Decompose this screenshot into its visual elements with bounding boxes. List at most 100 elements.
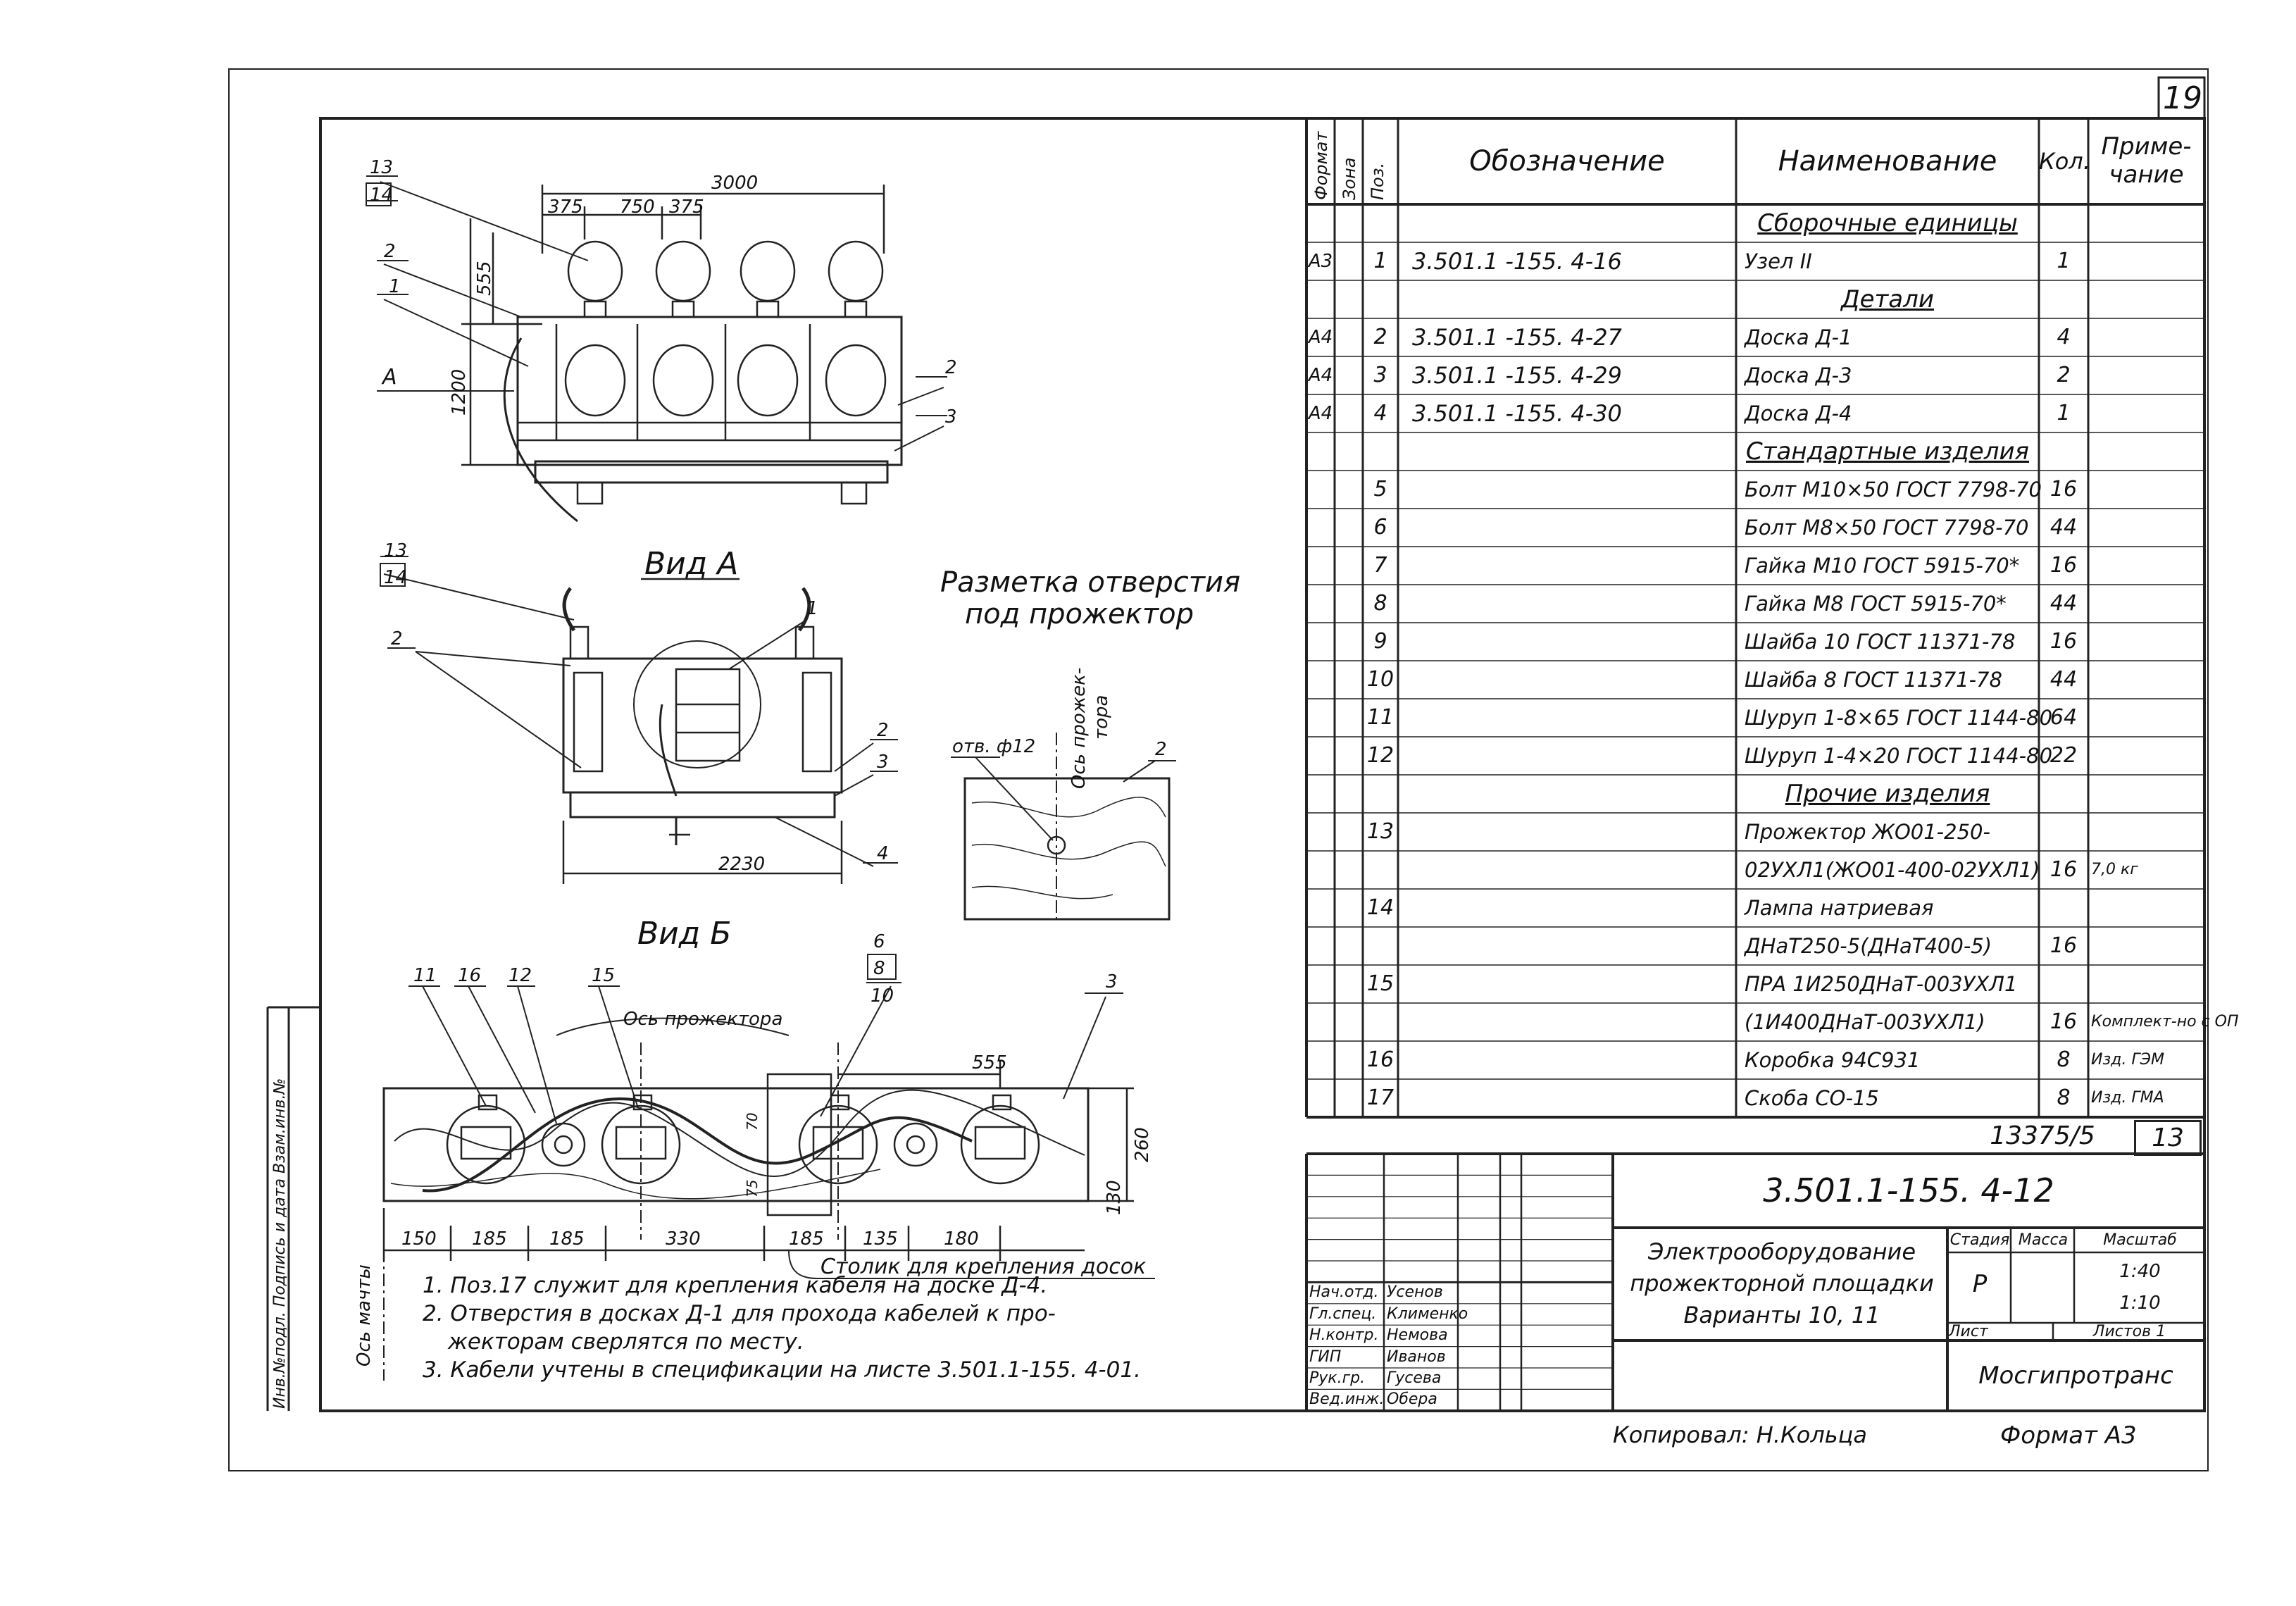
svg-text:2230: 2230: [718, 854, 765, 875]
row-pos: 4: [1373, 401, 1387, 425]
svg-text:Ось мачты: Ось мачты: [354, 1264, 375, 1367]
row-pos: 2: [1373, 325, 1387, 349]
header-qty: Кол.: [2039, 148, 2090, 175]
row-name: ПРА 1И250ДНаТ-003УХЛ1: [1745, 972, 2018, 996]
row-name: Прожектор ЖО01-250-: [1745, 820, 1990, 844]
role-label: Н.контр.: [1309, 1326, 1379, 1345]
svg-text:130: 130: [1104, 1180, 1125, 1215]
row-name: Шайба 10 ГОСТ 11371-78: [1745, 630, 2016, 654]
organization: Мосгипротранс: [1978, 1362, 2173, 1390]
row-format: А3: [1308, 251, 1333, 272]
svg-text:2: 2: [384, 241, 396, 262]
row-pos: 14: [1366, 895, 1395, 920]
svg-text:14: 14: [370, 185, 393, 206]
role-label: Рук.гр.: [1309, 1369, 1366, 1387]
row-qty: 8: [2057, 1047, 2071, 1072]
row-pos: 10: [1366, 667, 1395, 692]
row-qty: 16: [2049, 477, 2078, 502]
svg-text:1200: 1200: [449, 369, 470, 416]
row-name: Узел II: [1745, 249, 1812, 273]
role-label: Нач.отд.: [1309, 1283, 1379, 1302]
svg-text:1: 1: [806, 598, 818, 619]
row-qty: 2: [2057, 363, 2071, 387]
row-pos: 5: [1373, 477, 1387, 502]
view-b: [382, 954, 1155, 1381]
row-pos: 3: [1373, 363, 1387, 387]
svg-text:1: 1: [389, 276, 401, 297]
row-qty: 44: [2049, 591, 2078, 616]
svg-text:под прожектор: под прожектор: [965, 598, 1194, 630]
role-label: ГИП: [1309, 1347, 1342, 1366]
scale-2: 1:10: [2119, 1293, 2161, 1314]
header-zone: Зона: [1340, 157, 1359, 200]
format-label: Формат А3: [2000, 1421, 2137, 1450]
title-line-1: Электрооборудование: [1647, 1238, 1916, 1265]
header-note: Приме-чание: [2101, 132, 2192, 189]
svg-text:3: 3: [1106, 971, 1118, 992]
title-line-3: Варианты 10, 11: [1683, 1302, 1880, 1328]
main-view: [366, 175, 947, 523]
marking-title-1: Разметка отверстия: [940, 566, 1240, 599]
svg-text:3: 3: [945, 406, 957, 428]
row-section-title: Стандартные изделия: [1745, 437, 2030, 466]
row-designation: 3.501.1 -155. 4-30: [1412, 400, 1622, 427]
row-name: Гайка М10 ГОСТ 5915-70*: [1745, 554, 2020, 578]
row-designation: 3.501.1 -155. 4-27: [1412, 324, 1622, 351]
drawing-code: 3.501.1-155. 4-12: [1763, 1171, 2054, 1209]
svg-text:6: 6: [873, 931, 885, 952]
row-qty: 8: [2057, 1085, 2071, 1110]
row-section-title: Сборочные единицы: [1757, 209, 2018, 237]
svg-text:2: 2: [945, 357, 957, 378]
svg-text:330: 330: [666, 1228, 701, 1250]
row-qty: 4: [2057, 325, 2071, 349]
marking-detail: [951, 733, 1176, 921]
row-name: Коробка 94С931: [1745, 1048, 1921, 1072]
row-section-title: Прочие изделия: [1785, 780, 1990, 808]
row-qty: 22: [2049, 743, 2078, 768]
row-qty: 44: [2049, 515, 2078, 540]
note-3: 3. Кабели учтены в спецификации на листе…: [423, 1357, 1141, 1383]
svg-text:2: 2: [877, 720, 889, 741]
row-name: Болт М10×50 ГОСТ 7798-70: [1745, 478, 2042, 502]
row-section-title: Детали: [1841, 285, 1934, 313]
scale-1: 1:40: [2119, 1261, 2161, 1282]
row-pos: 1: [1373, 249, 1387, 273]
svg-text:70: 70: [744, 1113, 761, 1131]
row-name: ДНаТ250-5(ДНаТ400-5): [1745, 934, 1992, 958]
svg-text:15: 15: [592, 965, 615, 986]
svg-text:185: 185: [472, 1228, 507, 1250]
inventory-sheet: 13: [2134, 1120, 2202, 1156]
row-pos: 16: [1366, 1047, 1395, 1072]
row-format: А4: [1308, 327, 1333, 348]
svg-text:13: 13: [370, 157, 393, 178]
mass-label: Масса: [2018, 1231, 2069, 1249]
svg-text:14: 14: [384, 567, 407, 588]
row-name: Шуруп 1-8×65 ГОСТ 1144-80: [1745, 706, 2053, 730]
scale-label: Масштаб: [2103, 1231, 2177, 1249]
row-pos: 17: [1366, 1085, 1395, 1110]
svg-text:12: 12: [509, 965, 532, 986]
row-format: А4: [1308, 403, 1333, 424]
header-name: Наименование: [1778, 145, 1997, 178]
row-pos: 6: [1373, 515, 1387, 540]
row-qty: 16: [2049, 857, 2078, 882]
svg-text:отв. ф12: отв. ф12: [952, 736, 1035, 757]
svg-text:375: 375: [669, 197, 704, 218]
row-name: Лампа натриевая: [1745, 896, 1934, 920]
svg-text:16: 16: [458, 965, 481, 986]
svg-text:11: 11: [413, 965, 437, 986]
svg-text:тора: тора: [1091, 695, 1112, 740]
svg-text:185: 185: [789, 1228, 824, 1250]
note-2: 2. Отверстия в досках Д-1 для прохода ка…: [423, 1301, 1056, 1326]
row-name: Доска Д-3: [1745, 363, 1852, 387]
left-strip-labels: Инв.№подл. Подпись и дата Взам.инв.№: [271, 1078, 289, 1409]
svg-text:Ось прожектора: Ось прожектора: [623, 1009, 782, 1030]
row-pos: 13: [1366, 819, 1395, 844]
svg-text:A: A: [381, 365, 397, 390]
row-name: Шайба 8 ГОСТ 11371-78: [1745, 668, 2002, 692]
svg-text:180: 180: [944, 1228, 979, 1250]
row-qty: 16: [2049, 933, 2078, 958]
